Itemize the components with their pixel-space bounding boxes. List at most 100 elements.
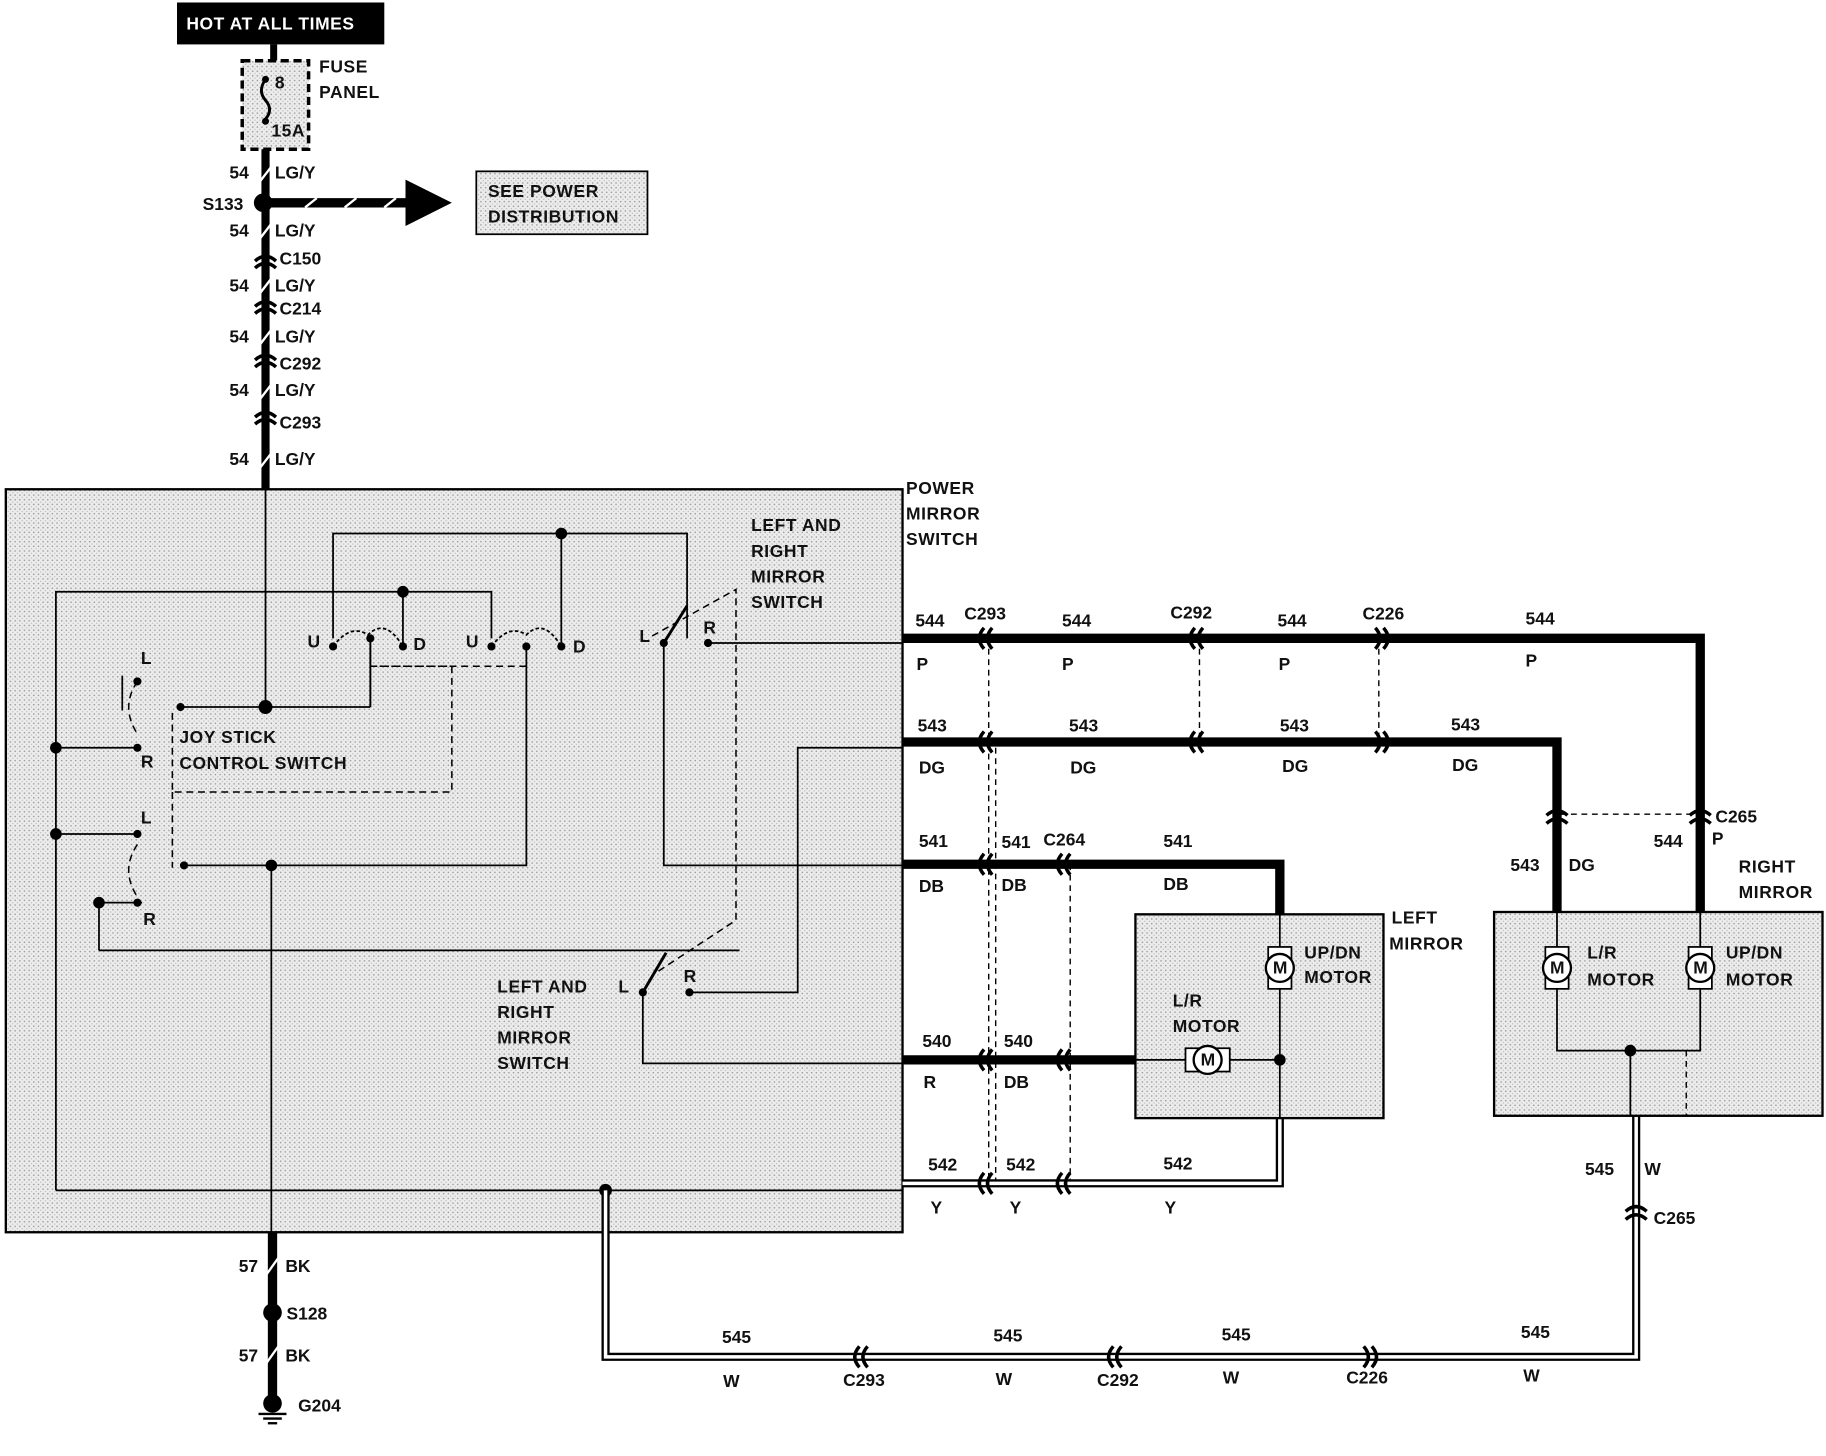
wire-544	[902, 633, 1705, 915]
contact-r-1: R	[141, 752, 154, 772]
c226-label-top: C226	[1363, 604, 1405, 624]
ground-circuit-2: 57	[239, 1346, 258, 1366]
lr-switch-top-label-4: SWITCH	[751, 592, 823, 612]
ground-circuit-1: 57	[239, 1256, 258, 1276]
w544-circuit-1: 544	[915, 611, 944, 631]
contact-r-3: R	[703, 618, 716, 638]
feed-color-5: LG/Y	[275, 380, 316, 400]
left-up-dn-motor-icon: M	[1264, 946, 1295, 990]
c214-label: C214	[279, 299, 321, 319]
contact-l-3: L	[639, 626, 650, 646]
w541-circuit-3: 541	[1163, 831, 1192, 851]
connector-c265	[1545, 808, 1712, 1221]
harness-wires	[601, 633, 1705, 1361]
c265-label-bottom: C265	[1654, 1208, 1696, 1228]
right-mirror: RIGHT MIRROR M L/R MOTOR M UP/DN MOTOR	[1492, 856, 1824, 1117]
w543-circuit-2: 543	[1069, 715, 1098, 735]
left-mirror-label-1: LEFT	[1392, 908, 1438, 928]
c293-feed-label: C293	[279, 413, 321, 433]
lr-switch-bottom-label-4: SWITCH	[497, 1053, 569, 1073]
contact-l-1: L	[141, 648, 152, 668]
w543-color-2: DG	[1070, 757, 1096, 777]
fuse-panel-label-2: PANEL	[319, 82, 380, 102]
w541-color-2: DB	[1002, 875, 1027, 895]
splice-s133	[253, 193, 273, 213]
fuse-panel: 8 15A FUSE PANEL	[240, 56, 380, 151]
power-mirror-switch: POWER MIRROR SWITCH	[4, 478, 980, 1235]
see-power-distribution-line-2: DISTRIBUTION	[488, 207, 619, 227]
splice-s133-label: S133	[203, 194, 244, 214]
w542-circuit-1: 542	[928, 1155, 957, 1175]
ground-wire-57: 57 BK S128 57 BK G204	[239, 1232, 341, 1425]
connector-c214	[253, 300, 278, 315]
power-mirror-switch-label-1: POWER	[906, 478, 975, 498]
w540-color-2: DB	[1004, 1072, 1029, 1092]
w543-color-1: DG	[919, 757, 945, 777]
fuse-panel-label-1: FUSE	[319, 56, 368, 76]
connector-c293	[853, 626, 994, 1369]
w544-color-4: P	[1526, 650, 1538, 670]
contact-r-2: R	[143, 909, 156, 929]
w545-color-3: W	[1223, 1368, 1240, 1388]
feed-circuit-3: 54	[229, 275, 249, 295]
c292-label-bottom: C292	[1097, 1370, 1139, 1390]
c265-label-top: C265	[1715, 806, 1757, 826]
right-lr-label-2: MOTOR	[1587, 969, 1655, 989]
right-up-dn-motor-m: M	[1693, 958, 1708, 978]
c292-label-top: C292	[1170, 603, 1212, 623]
splice-s128	[263, 1303, 282, 1322]
right-lr-motor-icon: M	[1541, 946, 1573, 990]
w545-color-1: W	[723, 1371, 740, 1391]
w540-circuit-1: 540	[922, 1031, 951, 1051]
connector-c264	[1055, 852, 1072, 1195]
left-mirror-label-2: MIRROR	[1389, 933, 1463, 953]
lr-switch-top-label-1: LEFT AND	[751, 515, 841, 535]
feed-circuit-4: 54	[229, 327, 249, 347]
see-power-distribution-line-1: SEE POWER	[488, 181, 599, 201]
w545-color-4: W	[1523, 1365, 1540, 1385]
w540-circuit-2: 540	[1004, 1031, 1033, 1051]
w543-circuit-3: 543	[1280, 715, 1309, 735]
w545-circuit-1: 545	[722, 1327, 751, 1347]
contact-l-4: L	[618, 976, 629, 996]
power-mirror-switch-label-2: MIRROR	[906, 504, 980, 524]
contact-u-2: U	[466, 632, 479, 652]
w545-circuit-4: 545	[1521, 1322, 1550, 1342]
lr-switch-bottom-label-3: MIRROR	[497, 1028, 571, 1048]
left-lr-label-2: MOTOR	[1173, 1016, 1241, 1036]
fuse-icon	[259, 78, 272, 120]
w544-circuit-3: 544	[1278, 611, 1307, 631]
w541-color-3: DB	[1163, 874, 1188, 894]
connector-c226	[1362, 626, 1390, 1369]
feed-circuit-1: 54	[229, 162, 249, 182]
lr-switch-top-label-2: RIGHT	[751, 541, 808, 561]
w544-color-3: P	[1279, 654, 1291, 674]
fuse-number: 8	[275, 73, 285, 93]
w543-color-3: DG	[1282, 756, 1308, 776]
w541-circuit-1: 541	[919, 831, 948, 851]
left-mirror: LEFT MIRROR M UP/DN MOTOR M L/R MOTOR	[1134, 908, 1463, 1120]
c150-label: C150	[279, 249, 321, 269]
connector-c292	[1106, 626, 1205, 1369]
right-drop-543: 543	[1510, 855, 1539, 875]
w542-color-2: Y	[1010, 1198, 1022, 1218]
wire-542	[902, 1118, 1284, 1188]
feed-wire-54: S133 54 LG/Y 54 LG/Y C150 54 LG/Y C214 5…	[203, 149, 322, 490]
power-mirror-switch-label-3: SWITCH	[906, 529, 978, 549]
w540-color-1: R	[923, 1072, 936, 1092]
fuse-rating: 15A	[271, 120, 305, 140]
right-lr-motor-m: M	[1550, 958, 1565, 978]
c293-label-bottom: C293	[843, 1370, 885, 1390]
c264-label: C264	[1043, 830, 1085, 850]
right-mirror-label-1: RIGHT	[1739, 856, 1796, 876]
right-up-dn-label-1: UP/DN	[1726, 943, 1783, 963]
left-lr-motor-icon: M	[1184, 1044, 1231, 1076]
w542-color-1: Y	[930, 1198, 942, 1218]
ground-color-2: BK	[285, 1346, 311, 1366]
left-up-dn-label-2: MOTOR	[1304, 967, 1372, 987]
w544-circuit-2: 544	[1062, 611, 1091, 631]
w541-circuit-2: 541	[1002, 832, 1031, 852]
right-drop-545: 545	[1585, 1159, 1614, 1179]
left-up-dn-motor-m: M	[1273, 958, 1288, 978]
